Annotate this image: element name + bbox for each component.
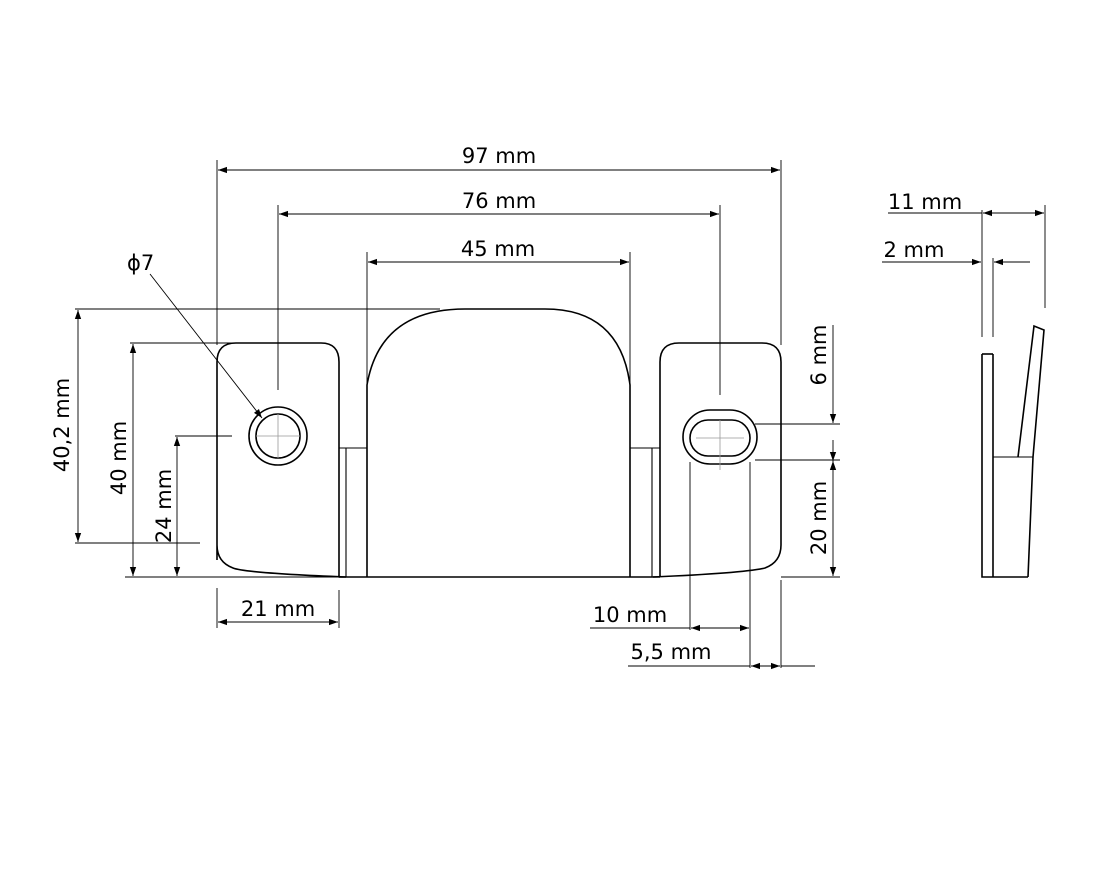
side-view bbox=[882, 205, 1046, 578]
round-hole bbox=[248, 406, 308, 466]
label-97mm: 97 mm bbox=[462, 144, 536, 168]
label-40mm: 40 mm bbox=[107, 421, 131, 495]
right-tab-outline bbox=[652, 342, 782, 578]
label-2mm: 2 mm bbox=[884, 238, 945, 262]
diameter-leader bbox=[149, 273, 263, 419]
front-view bbox=[216, 308, 782, 578]
label-21mm: 21 mm bbox=[241, 597, 315, 621]
extension-lines bbox=[75, 160, 840, 668]
label-20mm: 20 mm bbox=[807, 481, 831, 555]
label-76mm: 76 mm bbox=[462, 189, 536, 213]
slot-hole bbox=[682, 409, 758, 470]
tongue-outline bbox=[366, 308, 631, 577]
dimension-lines bbox=[74, 166, 837, 670]
label-40-2mm: 40,2 mm bbox=[50, 378, 74, 472]
label-11mm: 11 mm bbox=[888, 190, 962, 214]
label-24mm: 24 mm bbox=[152, 469, 176, 543]
label-10mm: 10 mm bbox=[593, 603, 667, 627]
label-45mm: 45 mm bbox=[461, 237, 535, 261]
label-diameter: ϕ7 bbox=[127, 251, 154, 275]
labels: 97 mm 76 mm 45 mm ϕ7 40,2 mm 40 mm 24 mm… bbox=[50, 144, 962, 664]
right-web bbox=[630, 447, 660, 577]
left-web bbox=[339, 447, 367, 577]
label-5-5mm: 5,5 mm bbox=[631, 640, 712, 664]
label-6mm: 6 mm bbox=[807, 325, 831, 386]
left-tab-outline bbox=[216, 342, 347, 578]
